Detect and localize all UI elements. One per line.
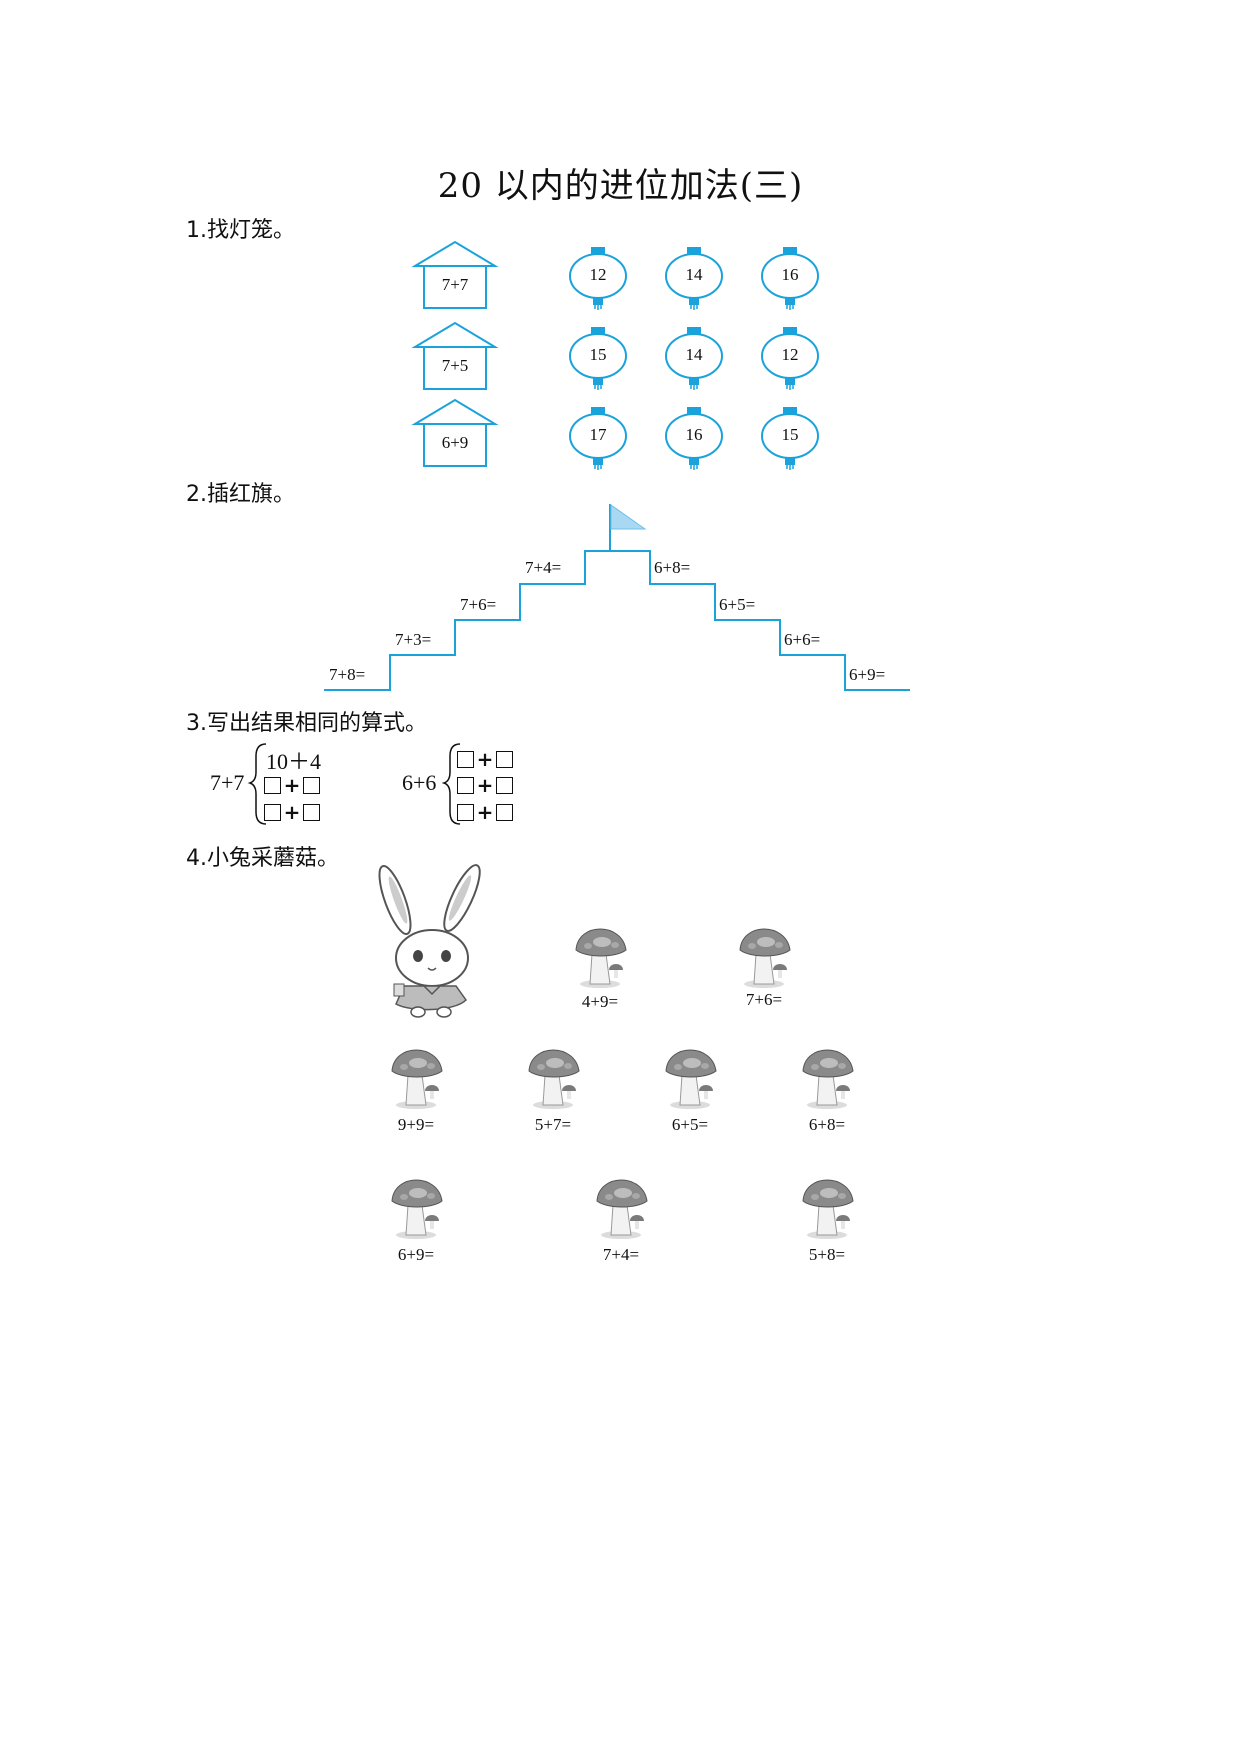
left-brace	[247, 743, 267, 825]
mushroom-equation: 6+9=	[397, 1245, 435, 1264]
red-flag[interactable]	[609, 504, 647, 551]
section1-heading: 1.找灯笼。	[186, 218, 295, 243]
mushroom-5[interactable]	[665, 1049, 717, 1110]
mushroom-equation: 4+9=	[581, 992, 619, 1011]
step-equation: 7+4=	[525, 558, 562, 577]
left-answer-2[interactable]: +	[264, 773, 320, 797]
plus-sign: +	[476, 800, 494, 824]
blank-box[interactable]	[303, 776, 320, 794]
mushroom-equation: 7+6=	[745, 990, 783, 1009]
blank-box[interactable]	[264, 776, 281, 794]
mushroom-3[interactable]	[391, 1049, 443, 1110]
blank-box[interactable]	[496, 776, 513, 794]
blank-box[interactable]	[457, 776, 474, 794]
step-equation: 7+8=	[329, 665, 366, 684]
plus-sign: +	[476, 773, 494, 797]
mushroom-equation: 6+5=	[671, 1115, 709, 1134]
blank-box[interactable]	[496, 803, 513, 821]
left-expression: 7+7	[210, 770, 245, 795]
step-equation: 6+8=	[654, 558, 691, 577]
section4-heading: 4.小兔采蘑菇。	[186, 846, 339, 871]
mushroom-equation: 6+8=	[808, 1115, 846, 1134]
mushroom-9[interactable]	[802, 1179, 854, 1240]
step-equation: 6+5=	[719, 595, 756, 614]
mushroom-equation: 5+7=	[534, 1115, 572, 1134]
mushroom-equation: 9+9=	[397, 1115, 435, 1134]
right-expression: 6+6	[402, 770, 437, 795]
section2-heading: 2.插红旗。	[186, 482, 295, 507]
mushroom-1[interactable]	[575, 928, 627, 989]
left-answer-3[interactable]: +	[264, 800, 320, 824]
blank-box[interactable]	[264, 803, 281, 821]
page-title: 20 以内的进位加法(三)	[437, 166, 804, 206]
right-answer-2[interactable]: +	[457, 773, 513, 797]
blank-box[interactable]	[496, 750, 513, 768]
blank-box[interactable]	[457, 803, 474, 821]
house-label: 7+7	[441, 275, 469, 294]
house-label: 7+5	[441, 356, 469, 375]
mushroom-7[interactable]	[391, 1179, 443, 1240]
mushroom-6[interactable]	[802, 1049, 854, 1110]
lantern-number: 16	[685, 425, 703, 444]
blank-box[interactable]	[303, 803, 320, 821]
lantern-number: 17	[589, 425, 607, 444]
lantern-number: 15	[781, 425, 799, 444]
lantern-number: 12	[589, 265, 607, 284]
mushroom-equation: 7+4=	[602, 1245, 640, 1264]
step-equation: 6+9=	[849, 665, 886, 684]
step-equation: 6+6=	[784, 630, 821, 649]
lantern-number: 15	[589, 345, 607, 364]
right-answer-3[interactable]: +	[457, 800, 513, 824]
section3-heading: 3.写出结果相同的算式。	[186, 711, 427, 736]
lantern-number: 14	[685, 265, 703, 284]
right-brace	[441, 743, 461, 825]
mushroom-8[interactable]	[596, 1179, 648, 1240]
lantern-number: 12	[781, 345, 799, 364]
house-label: 6+9	[441, 433, 469, 452]
mushroom-2[interactable]	[739, 928, 791, 989]
bunny-image	[378, 864, 481, 1018]
right-answer-1[interactable]: +	[457, 747, 513, 771]
lantern-number: 16	[781, 265, 799, 284]
staircase-line	[324, 550, 910, 691]
left-answer-1: 10＋4	[266, 749, 322, 774]
lantern-number: 14	[685, 345, 703, 364]
blank-box[interactable]	[457, 750, 474, 768]
plus-sign: +	[283, 800, 301, 824]
mushroom-4[interactable]	[528, 1049, 580, 1110]
step-equation: 7+3=	[395, 630, 432, 649]
plus-sign: +	[476, 747, 494, 771]
mushroom-equation: 5+8=	[808, 1245, 846, 1264]
plus-sign: +	[283, 773, 301, 797]
step-equation: 7+6=	[460, 595, 497, 614]
